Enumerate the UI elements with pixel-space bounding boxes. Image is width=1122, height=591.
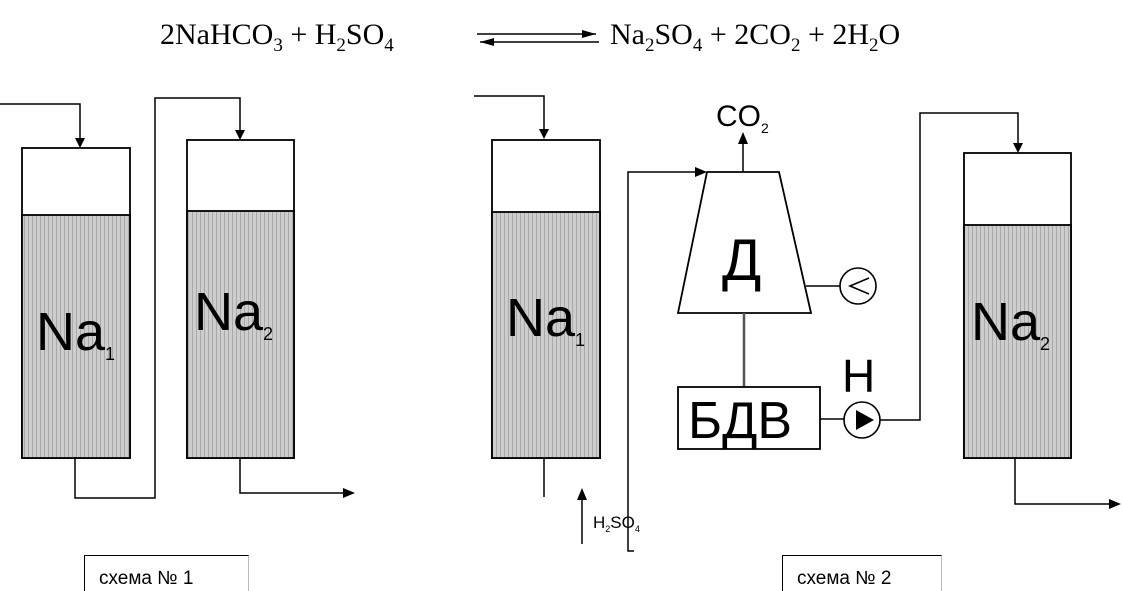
decarbonizer-label: Д [722,228,761,293]
scheme2-na1-label: Na1 [506,288,585,350]
outlet-arrow-icon [1109,499,1121,509]
scheme1-arrowheads [75,130,355,498]
acid-feed-arrow-icon [695,167,707,177]
scheme2-na2-label: Na2 [971,292,1050,354]
inlet-arrow-icon [235,130,245,140]
decarbonizer [676,171,813,314]
buffer-tank [677,386,821,450]
scheme1-column-na2 [186,139,295,459]
scheme1-column-na1 [21,147,131,459]
scheme1-na2-label: Na2 [194,282,273,344]
buffer-tank-label: БДВ [688,392,792,450]
scheme2-arrowheads [539,129,1121,509]
equilibrium-arrows [477,30,599,46]
scheme1-na1-label: Na1 [36,302,115,364]
inlet-arrow-icon [75,138,85,148]
co2-outlet [738,132,748,172]
co2-label: CO2 [716,100,769,136]
inlet-arrow-icon [539,129,549,139]
inlet-arrow-icon [1013,143,1023,153]
scheme2-piping [474,95,1110,552]
reaction-equation-right: Na2SO4 + 2CO2 + 2H2O [610,18,901,56]
scheme2-caption: схема № 2 [782,555,942,591]
pump-icon [820,401,881,439]
scheme2-column-na2 [963,152,1072,459]
scheme1-caption: схема № 1 [84,555,249,591]
pump-label: Н [842,350,875,402]
scheme1-piping [0,97,345,499]
acid-inlet-arrow-icon [577,488,587,500]
acid-label: H2SO4 [593,513,640,534]
fan-icon [806,267,877,305]
reaction-equation-left: 2NaHCO3 + H2SO4 [160,18,394,56]
outlet-arrow-icon [343,488,355,498]
scheme2-column-na1 [491,139,601,459]
